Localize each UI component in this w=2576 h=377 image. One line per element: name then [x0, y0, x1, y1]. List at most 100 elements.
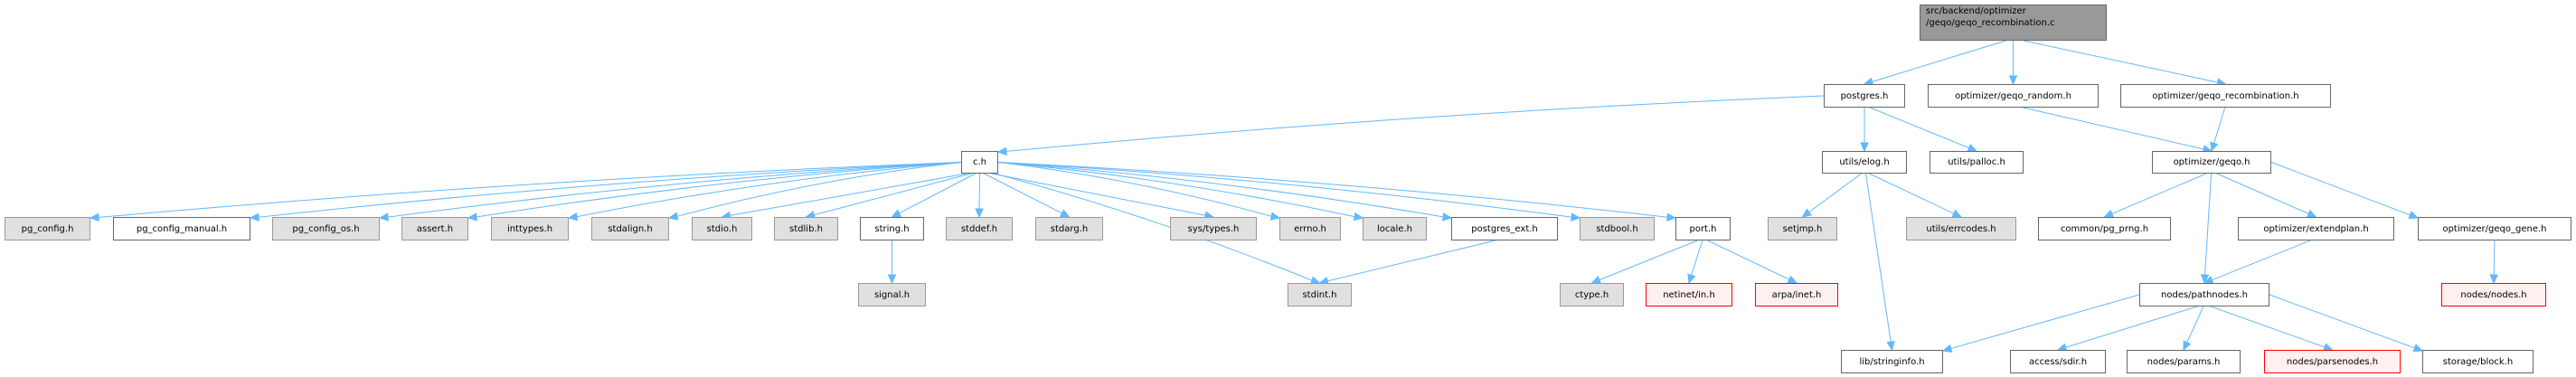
arrowhead-c-to-stdarg — [1059, 209, 1071, 218]
node-stdarg-h[interactable]: stdarg.h — [1035, 217, 1103, 240]
node-stdbool-h[interactable]: stdbool.h — [1580, 217, 1655, 240]
edge-postgres_ext-to-stdint — [1327, 240, 1496, 282]
arrowhead-c-to-stdbool — [1571, 212, 1581, 221]
node-elog-h[interactable]: utils/elog.h — [1822, 151, 1907, 174]
node-inttypes-h[interactable]: inttypes.h — [491, 217, 569, 240]
arrowhead-c-to-pg_config — [89, 212, 99, 222]
node-params-h[interactable]: nodes/params.h — [2127, 350, 2241, 373]
node-nodes-h[interactable]: nodes/nodes.h — [2441, 283, 2546, 306]
edge-c-to-string — [899, 173, 976, 214]
node-netinet-in-h[interactable]: netinet/in.h — [1646, 283, 1732, 306]
arrowhead-pathnodes-to-params — [2183, 340, 2192, 352]
edge-c-to-stdlib — [814, 173, 972, 216]
node-sdir-h[interactable]: access/sdir.h — [2010, 350, 2106, 373]
node-stdalign-h[interactable]: stdalign.h — [591, 217, 669, 240]
edge-c-to-pg_config — [98, 162, 962, 218]
edge-geqo_recomb-to-geqo — [2213, 107, 2226, 144]
edge-root-to-geqo_recomb — [2024, 40, 2218, 83]
arrowhead-port-to-netinet — [1687, 273, 1696, 285]
arrowhead-c-to-pg_config_manual — [249, 212, 259, 222]
node-parsenodes-h[interactable]: nodes/parsenodes.h — [2264, 350, 2401, 373]
node-locale-h[interactable]: locale.h — [1363, 217, 1427, 240]
arrowhead-c-to-assert — [467, 212, 477, 221]
node-extendplan-h[interactable]: optimizer/extendplan.h — [2238, 217, 2394, 240]
edge-pathnodes-to-parsenodes — [2210, 306, 2326, 348]
edge-extendplan-to-pathnodes — [2212, 240, 2311, 281]
arrowhead-elog-to-stringinfo — [1886, 340, 1895, 352]
node-errno-h[interactable]: errno.h — [1279, 217, 1341, 240]
node-stdio-h[interactable]: stdio.h — [692, 217, 752, 240]
node-geqo-recombination-h[interactable]: optimizer/geqo_recombination.h — [2120, 84, 2331, 108]
root-label-line1: src/backend/optimizer — [1926, 6, 2026, 16]
edge-c-to-systypes — [991, 173, 1206, 216]
edge-c-to-pg_config_os — [387, 162, 962, 218]
node-ctype-h[interactable]: ctype.h — [1560, 283, 1624, 306]
edge-c-to-pg_config_manual — [258, 162, 962, 218]
edge-elog-to-errcodes — [1869, 173, 1955, 214]
arrowhead-geqo-to-geqo_gene — [2408, 211, 2420, 220]
node-pg-config-manual-h[interactable]: pg_config_manual.h — [113, 217, 250, 240]
arrowhead-c-to-string — [891, 209, 902, 218]
arrowhead-geqo-to-pathnodes — [2200, 274, 2210, 285]
arrowhead-postgres-to-c — [996, 146, 1007, 156]
edge-c-to-assert — [476, 162, 962, 218]
node-pg-config-h[interactable]: pg_config.h — [5, 217, 90, 240]
arrowhead-port-to-arpainet — [1787, 275, 1798, 284]
arrowhead-geqo_recomb-to-geqo — [2210, 141, 2219, 153]
edge-c-to-stdint — [994, 173, 1313, 281]
node-stdint-h[interactable]: stdint.h — [1288, 283, 1352, 306]
arrowhead-string-to-signal — [887, 274, 897, 285]
arrowhead-geqo_gene-to-nodes — [2489, 274, 2498, 285]
edge-geqo_gene-to-nodes — [2493, 240, 2496, 276]
node-signal-h[interactable]: signal.h — [858, 283, 926, 306]
node-arpa-inet-h[interactable]: arpa/inet.h — [1755, 283, 1838, 306]
edge-geqo_random-to-geqo — [2023, 107, 2204, 150]
node-stddef-h[interactable]: stddef.h — [946, 217, 1013, 240]
node-geqo-recombination-c[interactable]: src/backend/optimizer /geqo/geqo_recombi… — [1920, 5, 2107, 41]
node-sys-types-h[interactable]: sys/types.h — [1170, 217, 1257, 240]
node-pathnodes-h[interactable]: nodes/pathnodes.h — [2139, 283, 2269, 306]
node-postgres-ext-h[interactable]: postgres_ext.h — [1451, 217, 1558, 240]
arrowhead-c-to-pg_config_os — [378, 212, 389, 221]
edge-geqo-to-geqo_gene — [2270, 162, 2411, 216]
node-block-h[interactable]: storage/block.h — [2422, 350, 2534, 373]
edge-port-to-arpainet — [1707, 240, 1790, 280]
edge-c-to-postgres_ext — [997, 162, 1444, 218]
edge-c-to-locale — [997, 162, 1355, 218]
edge-c-to-stdio — [730, 173, 967, 216]
edge-elog-to-stringinfo — [1865, 173, 1892, 343]
node-postgres-h[interactable]: postgres.h — [1824, 84, 1905, 108]
edge-pathnodes-to-block — [2269, 294, 2415, 349]
edge-c-to-inttypes — [576, 162, 962, 218]
arrowhead-c-to-stdalign — [667, 212, 679, 221]
arrowhead-elog-to-setjmp — [1801, 208, 1812, 218]
node-geqo-gene-h[interactable]: optimizer/geqo_gene.h — [2418, 217, 2571, 240]
edge-geqo-to-extendplan — [2216, 173, 2309, 214]
arrowhead-pathnodes-to-stringinfo — [1941, 344, 1953, 353]
node-assert-h[interactable]: assert.h — [401, 217, 468, 240]
edge-c-to-stdarg — [984, 173, 1062, 214]
edge-geqo-to-pg_prng — [2111, 173, 2207, 214]
node-port-h[interactable]: port.h — [1675, 217, 1731, 240]
edge-c-to-errno — [997, 162, 1272, 217]
node-geqo-random-h[interactable]: optimizer/geqo_random.h — [1928, 84, 2099, 108]
edge-root-to-postgres — [1872, 40, 2006, 82]
node-stdlib-h[interactable]: stdlib.h — [774, 217, 838, 240]
edge-port-to-netinet — [1691, 240, 1703, 276]
edge-c-to-stdalign — [676, 162, 962, 217]
edge-pathnodes-to-params — [2186, 306, 2204, 344]
arrowhead-elog-to-errcodes — [1951, 209, 1963, 218]
node-pg-prng-h[interactable]: common/pg_prng.h — [2038, 217, 2171, 240]
node-pg-config-os-h[interactable]: pg_config_os.h — [272, 217, 380, 240]
node-setjmp-h[interactable]: setjmp.h — [1768, 217, 1837, 240]
edge-pathnodes-to-stringinfo — [1950, 294, 2140, 350]
node-stringinfo-h[interactable]: lib/stringinfo.h — [1841, 350, 1943, 373]
node-string-h[interactable]: string.h — [860, 217, 924, 240]
node-errcodes-h[interactable]: utils/errcodes.h — [1906, 217, 2016, 240]
arrowhead-geqo-to-extendplan — [2306, 209, 2317, 218]
node-palloc-h[interactable]: utils/palloc.h — [1930, 151, 2024, 174]
node-c-h[interactable]: c.h — [961, 151, 998, 174]
arrowhead-c-to-postgres_ext — [1441, 212, 1453, 221]
node-geqo-h[interactable]: optimizer/geqo.h — [2152, 151, 2271, 174]
